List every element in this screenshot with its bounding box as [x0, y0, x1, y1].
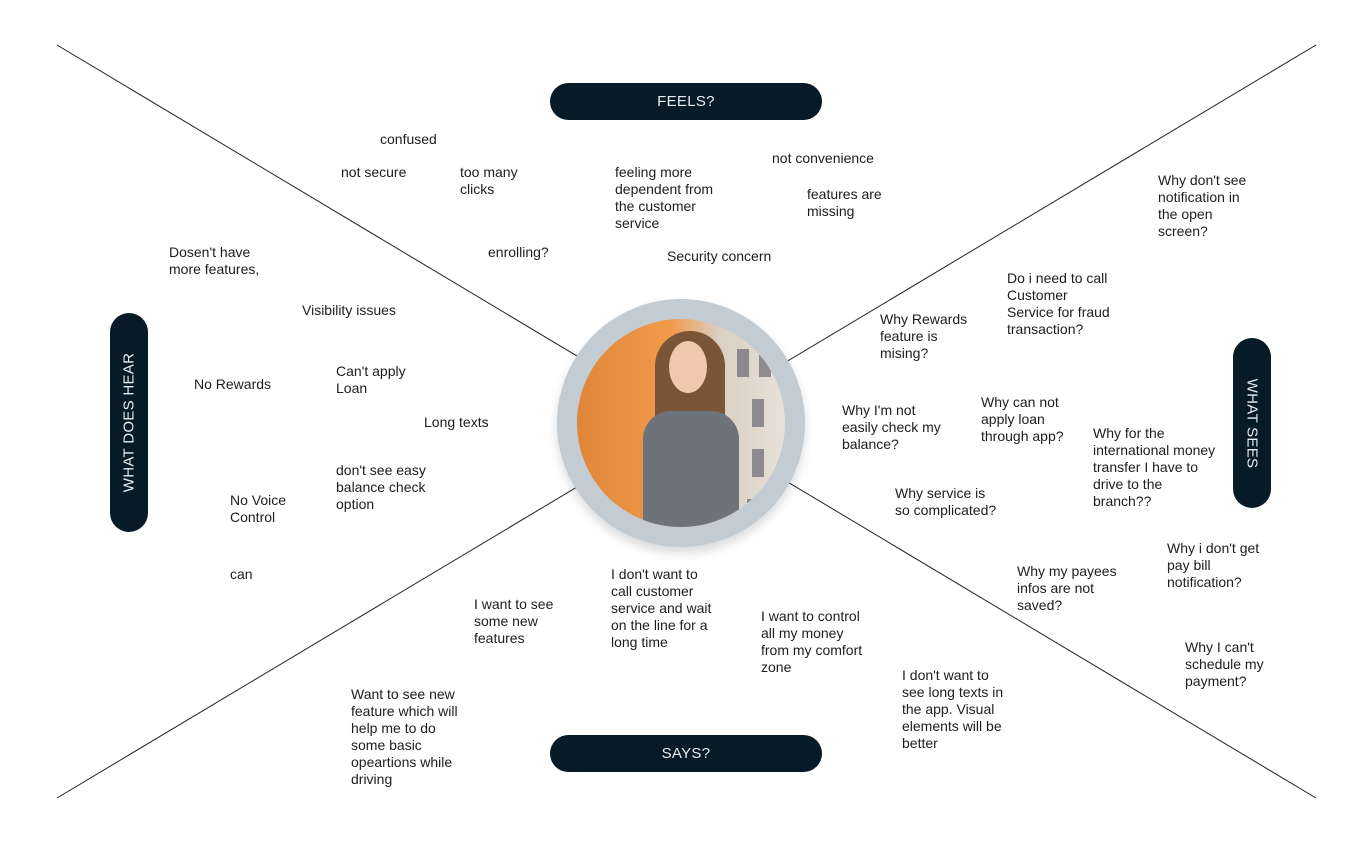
- note: No Voice Control: [230, 492, 287, 525]
- note: Can't apply Loan: [336, 363, 406, 396]
- note: Why Rewards feature is mising?: [880, 311, 968, 361]
- note: Why service is so complicated?: [895, 485, 997, 518]
- note: Why can not apply loan through app?: [981, 394, 1064, 444]
- note: can: [230, 566, 253, 582]
- sees-header: WHAT SEES: [1233, 338, 1271, 508]
- note: I want to control all my money from my c…: [761, 608, 863, 675]
- note: Security concern: [667, 248, 772, 264]
- hears-header: WHAT DOES HEAR: [110, 313, 148, 532]
- note: Why my payees infos are not saved?: [1017, 563, 1117, 613]
- note: I want to see some new features: [474, 596, 554, 646]
- note: I don't want to call customer service an…: [611, 566, 712, 650]
- note: Want to see new feature which will help …: [351, 686, 458, 787]
- note: Visibility issues: [302, 302, 396, 318]
- note: Why don't see notification in the open s…: [1158, 172, 1247, 239]
- note: enrolling?: [488, 244, 549, 260]
- note: Long texts: [424, 414, 489, 430]
- note: Why i don't get pay bill notification?: [1167, 540, 1260, 590]
- note: Why for the international money transfer…: [1093, 425, 1216, 509]
- note: not convenience: [772, 150, 874, 166]
- note: confused: [380, 131, 437, 147]
- hears-label: WHAT DOES HEAR: [120, 352, 138, 493]
- note: Do i need to call Customer Service for f…: [1007, 270, 1110, 337]
- note: Why I'm not easily check my balance?: [842, 402, 941, 452]
- note: Dosen't have more features,: [169, 244, 260, 277]
- sees-label: WHAT SEES: [1243, 378, 1261, 468]
- note: don't see easy balance check option: [336, 462, 426, 512]
- note: feeling more dependent from the customer…: [615, 164, 714, 231]
- note: I don't want to see long texts in the ap…: [902, 667, 1004, 751]
- note: Why I can't schedule my payment?: [1185, 639, 1264, 689]
- persona-avatar: [557, 299, 805, 547]
- persona-photo: [577, 319, 785, 527]
- note: not secure: [341, 164, 407, 180]
- feels-header: FEELS?: [550, 83, 822, 120]
- note: No Rewards: [194, 376, 272, 392]
- note: features are missing: [807, 186, 882, 219]
- says-header: SAYS?: [550, 735, 822, 772]
- note: too many clicks: [460, 164, 518, 197]
